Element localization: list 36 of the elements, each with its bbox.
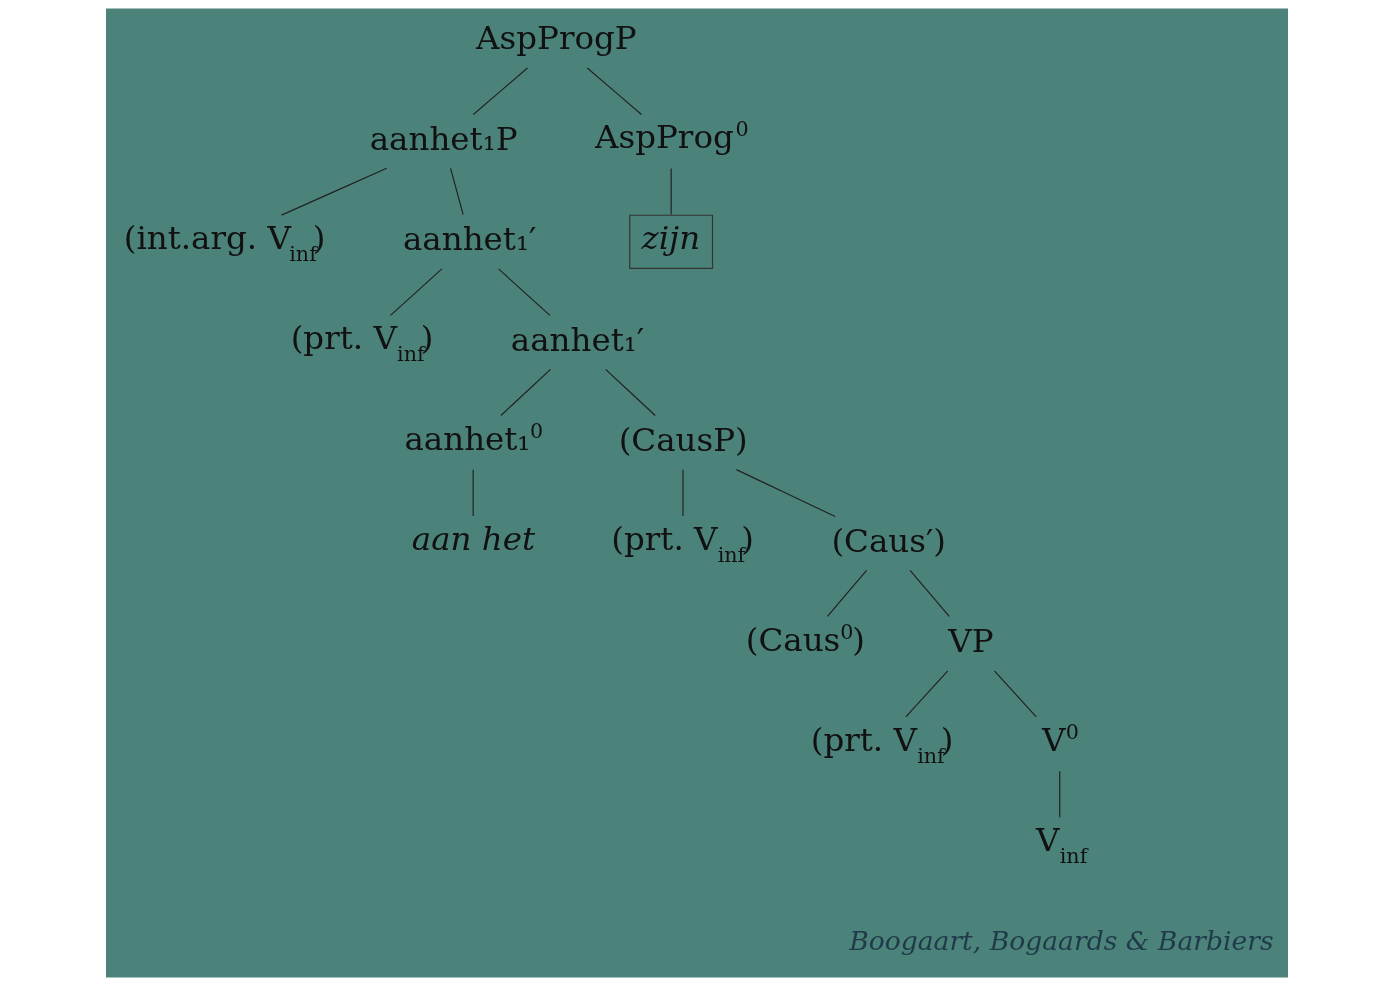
connector xyxy=(670,167,672,216)
node-text: AspProg$^{0}$ xyxy=(594,117,749,157)
connector xyxy=(472,67,528,116)
node-box: zijn xyxy=(628,214,713,269)
node-text: (prt. V$_{inf}$) xyxy=(290,319,433,367)
node-text: aanhet₁$^{0}$ xyxy=(403,418,543,458)
connector xyxy=(280,167,387,216)
node-text: (prt. V$_{inf}$) xyxy=(810,720,953,768)
connector xyxy=(472,469,474,517)
connector xyxy=(497,268,550,316)
connector xyxy=(1058,770,1060,818)
node-text: VP xyxy=(947,621,994,660)
node-text: aanhet₁P xyxy=(369,119,518,158)
connector xyxy=(993,670,1037,718)
node-text: (int.arg. V$_{inf}$) xyxy=(123,218,326,266)
node-text: (prt. V$_{inf}$) xyxy=(610,520,754,568)
connector xyxy=(735,469,836,518)
node-text: V$^{0}$ xyxy=(1041,719,1079,759)
connector xyxy=(909,569,950,618)
node-text: (Caus′) xyxy=(830,521,946,560)
connector xyxy=(681,469,684,517)
label: Boogaart, Bogaards & Barbiers xyxy=(848,925,1274,957)
node-text: aanhet₁′ xyxy=(510,320,644,359)
node-text: aanhet₁′ xyxy=(402,220,536,259)
node-text: aan het xyxy=(411,520,535,559)
connector xyxy=(586,67,642,116)
node-text: V$_{inf}$ xyxy=(1035,821,1087,869)
node-text: (Caus$^{0}$) xyxy=(745,619,865,659)
connector xyxy=(904,670,948,718)
connector xyxy=(604,368,656,417)
connector xyxy=(449,167,464,216)
connector xyxy=(826,569,867,618)
node-text: AspProgP xyxy=(475,19,637,58)
connector xyxy=(499,368,551,417)
node-text: (CausP) xyxy=(618,421,748,460)
connector xyxy=(389,268,442,316)
